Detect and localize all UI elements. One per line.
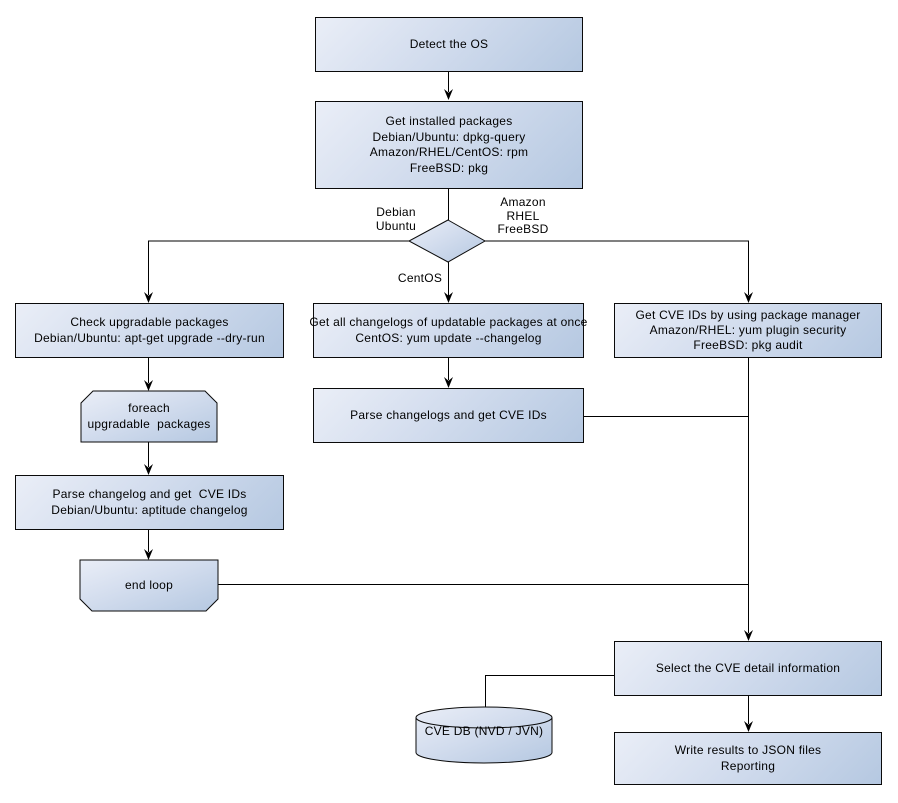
node-text-line: Detect the OS: [409, 36, 489, 51]
node-get-installed-packages: Get installed packages Debian/Ubuntu: dp…: [315, 101, 583, 189]
edge-decision-to-check-upgradable: [148, 240, 409, 295]
node-end-loop: end loop: [80, 560, 218, 611]
edge-label-centos: CentOS: [380, 271, 460, 286]
edge-label-debian-ubuntu: Debian Ubuntu: [356, 205, 436, 233]
arrowhead: [144, 464, 153, 475]
node-cve-db: CVE DB (NVD / JVN): [416, 722, 552, 742]
node-text-line: Get all changelogs of updatable packages…: [309, 315, 588, 329]
node-text-line: FreeBSD: pkg: [409, 160, 489, 175]
node-text-line: Amazon/RHEL: yum plugin security: [649, 323, 847, 337]
edge-label-amazon-rhel-freebsd: Amazon RHEL FreeBSD: [483, 195, 563, 237]
cve-db-cylinder: [415, 706, 553, 764]
cve-db-cylinder-rim: [415, 717, 553, 729]
edge-label-line: Ubuntu: [375, 218, 417, 233]
edge-select-to-cve-db: [485, 675, 614, 707]
os-decision-diamond: [407, 219, 487, 263]
node-foreach-loop-start: foreach upgradable packages: [81, 391, 217, 442]
edge-label-line: Amazon: [500, 195, 546, 209]
node-get-cve-ids-pkg-manager: Get CVE IDs by using package manager Ama…: [614, 303, 882, 358]
node-select-cve-detail: Select the CVE detail information: [614, 641, 882, 696]
node-text-line: CentOS: yum update --changelog: [355, 330, 542, 345]
node-text-line: upgradable packages: [87, 416, 211, 431]
arrowhead: [144, 380, 153, 391]
arrowhead: [444, 377, 453, 388]
edge-label-line: FreeBSD: [497, 222, 549, 236]
node-text-line: Parse changelog and get CVE IDs: [52, 487, 247, 501]
node-parse-changelogs-centos: Parse changelogs and get CVE IDs: [313, 388, 584, 443]
node-text-line: Debian/Ubuntu: apt-get upgrade --dry-run: [34, 330, 265, 345]
edge-label-line: RHEL: [506, 208, 540, 223]
node-text-line: foreach: [128, 401, 170, 415]
end-loop-shape: [79, 559, 219, 612]
node-text-line: Get CVE IDs by using package manager: [635, 308, 861, 322]
node-text-line: Debian/Ubuntu: dpkg-query: [372, 129, 526, 144]
node-text-line: Amazon/RHEL/CentOS: rpm: [369, 145, 529, 159]
arrowhead: [144, 292, 153, 303]
edge-decision-to-get-cve-ids: [485, 240, 749, 295]
arrowhead: [444, 292, 453, 303]
node-text-line: Write results to JSON files: [674, 743, 822, 757]
node-parse-changelog-debian: Parse changelog and get CVE IDs Debian/U…: [15, 475, 284, 530]
edge-label-line: Debian: [376, 205, 416, 219]
node-text-line: CVE DB (NVD / JVN): [424, 724, 544, 739]
arrowhead: [744, 292, 753, 303]
arrowhead: [144, 549, 153, 560]
node-text-line: end loop: [124, 577, 174, 592]
node-write-results-reporting: Write results to JSON files Reporting: [614, 732, 882, 785]
node-get-all-changelogs: Get all changelogs of updatable packages…: [309, 303, 587, 358]
node-check-upgradable-packages: Check upgradable packages Debian/Ubuntu:…: [15, 303, 284, 358]
arrowhead: [444, 89, 453, 100]
node-text-line: Parse changelogs and get CVE IDs: [350, 407, 547, 422]
node-text-line: Get installed packages: [385, 114, 513, 128]
node-text-line: Reporting: [720, 758, 776, 773]
node-text-line: Debian/Ubuntu: aptitude changelog: [51, 502, 248, 517]
node-text-line: FreeBSD: pkg audit: [693, 338, 803, 352]
arrowhead: [744, 630, 753, 641]
node-text-line: Check upgradable packages: [70, 315, 229, 329]
edge-label-line: CentOS: [397, 271, 443, 285]
arrowhead: [744, 721, 753, 732]
node-detect-os: Detect the OS: [315, 17, 583, 72]
foreach-loop-shape: [80, 390, 218, 443]
node-text-line: Select the CVE detail information: [655, 660, 841, 675]
